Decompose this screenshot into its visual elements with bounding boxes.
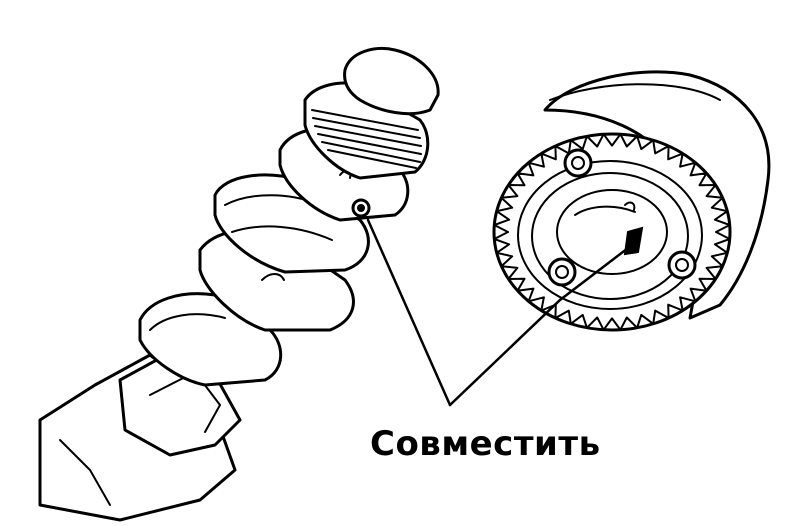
sprocket-gear-illustration <box>492 70 771 332</box>
callout-label: Совместить <box>370 424 601 464</box>
callout-leader-lines <box>366 218 634 407</box>
camshaft-illustration <box>38 46 440 522</box>
alignment-pin-icon <box>351 198 371 218</box>
